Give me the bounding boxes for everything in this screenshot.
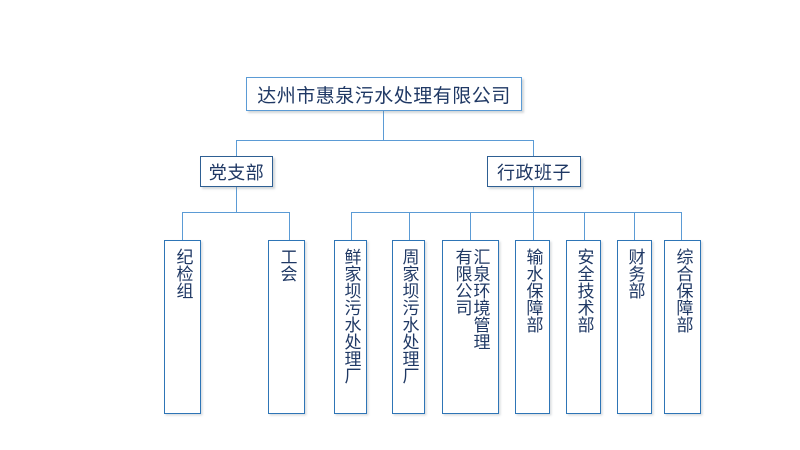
connector-root-stem (383, 111, 385, 141)
node-unit-huiquan-env[interactable]: 汇泉环境管理 有限公司 (442, 240, 499, 414)
node-root-company[interactable]: 达州市惠泉污水处理有限公司 (246, 77, 522, 111)
node-unit-huiquan-env-label-col2: 有限公司 (451, 248, 472, 316)
node-unit-zhoujiaba-plant-label: 周家坝污水处理厂 (398, 248, 419, 384)
node-unit-finance[interactable]: 财务部 (617, 240, 652, 414)
connector-party-drop-1 (182, 212, 184, 241)
node-unit-general-support-label: 综合保障部 (672, 248, 693, 333)
connector-party-bar (182, 212, 290, 214)
connector-admin-drop-1 (351, 212, 353, 241)
connector-admin-drop-4 (533, 212, 535, 241)
node-unit-safety-tech-label: 安全技术部 (573, 248, 594, 333)
node-division-admin-label: 行政班子 (497, 162, 571, 184)
node-unit-union[interactable]: 工会 (268, 240, 305, 414)
connector-admin-bar (351, 212, 682, 214)
node-root-company-label: 达州市惠泉污水处理有限公司 (257, 84, 511, 107)
node-division-party[interactable]: 党支部 (200, 156, 273, 187)
node-unit-discipline-label: 纪检组 (172, 248, 193, 299)
node-unit-general-support[interactable]: 综合保障部 (664, 240, 701, 414)
node-unit-xianjiaba-plant[interactable]: 鲜家坝污水处理厂 (334, 240, 367, 414)
node-unit-discipline[interactable]: 纪检组 (164, 240, 201, 414)
connector-admin-drop-6 (634, 212, 636, 241)
connector-admin-stem (533, 187, 535, 213)
node-unit-xianjiaba-plant-label: 鲜家坝污水处理厂 (340, 248, 361, 384)
node-unit-zhoujiaba-plant[interactable]: 周家坝污水处理厂 (392, 240, 425, 414)
node-unit-union-label: 工会 (276, 248, 297, 282)
connector-admin-drop-2 (409, 212, 411, 241)
connector-party-stem (236, 187, 238, 213)
connector-party-drop-2 (289, 212, 291, 241)
connector-admin-drop-5 (584, 212, 586, 241)
connector-drop-admin (533, 140, 535, 157)
node-unit-water-transfer[interactable]: 输水保障部 (515, 240, 550, 414)
node-unit-safety-tech[interactable]: 安全技术部 (566, 240, 601, 414)
connector-admin-drop-3 (470, 212, 472, 241)
node-unit-water-transfer-label: 输水保障部 (522, 248, 543, 333)
connector-drop-party (236, 140, 238, 157)
node-unit-finance-label: 财务部 (624, 248, 645, 299)
node-division-admin[interactable]: 行政班子 (487, 156, 581, 187)
connector-admin-drop-7 (681, 212, 683, 241)
connector-level2-bar (236, 140, 534, 142)
node-division-party-label: 党支部 (208, 162, 265, 184)
node-unit-huiquan-env-label-col1: 汇泉环境管理 (469, 248, 490, 350)
